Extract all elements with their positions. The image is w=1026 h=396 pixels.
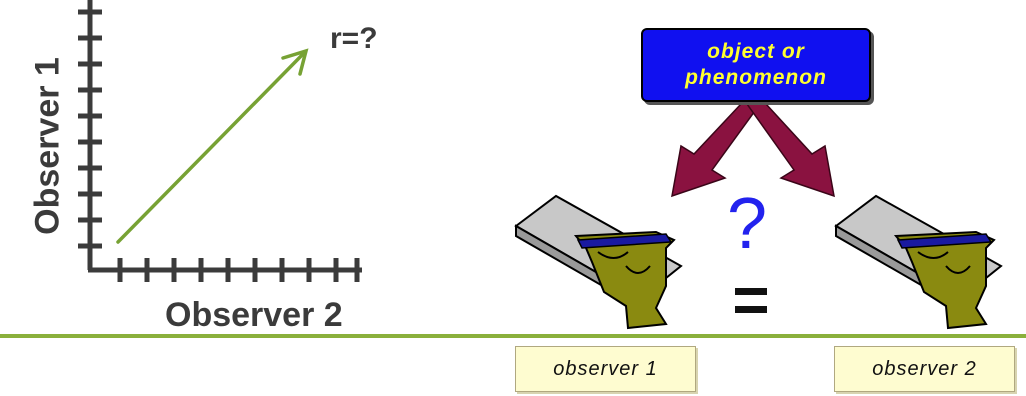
maroon-arrows bbox=[671, 103, 835, 198]
object-box-line-1: object or bbox=[707, 40, 805, 63]
observer-2-label: observer 2 bbox=[834, 346, 1015, 392]
observer-2-icon bbox=[834, 194, 1003, 330]
y-axis-ticks bbox=[78, 9, 102, 249]
observer-1-icon bbox=[514, 194, 683, 330]
question-mark: ? bbox=[727, 184, 768, 264]
object-or-phenomenon-box: object or phenomenon bbox=[641, 28, 871, 102]
object-box-line-2: phenomenon bbox=[685, 66, 827, 89]
correlation-arrow bbox=[116, 48, 309, 244]
y-axis-title: Observer 1 bbox=[28, 57, 67, 235]
equals-icon bbox=[735, 288, 767, 313]
observer-1-label: observer 1 bbox=[515, 346, 696, 392]
x-axis-ticks bbox=[117, 258, 360, 282]
x-axis-title: Observer 2 bbox=[165, 296, 343, 334]
correlation-label: r=? bbox=[330, 22, 378, 55]
